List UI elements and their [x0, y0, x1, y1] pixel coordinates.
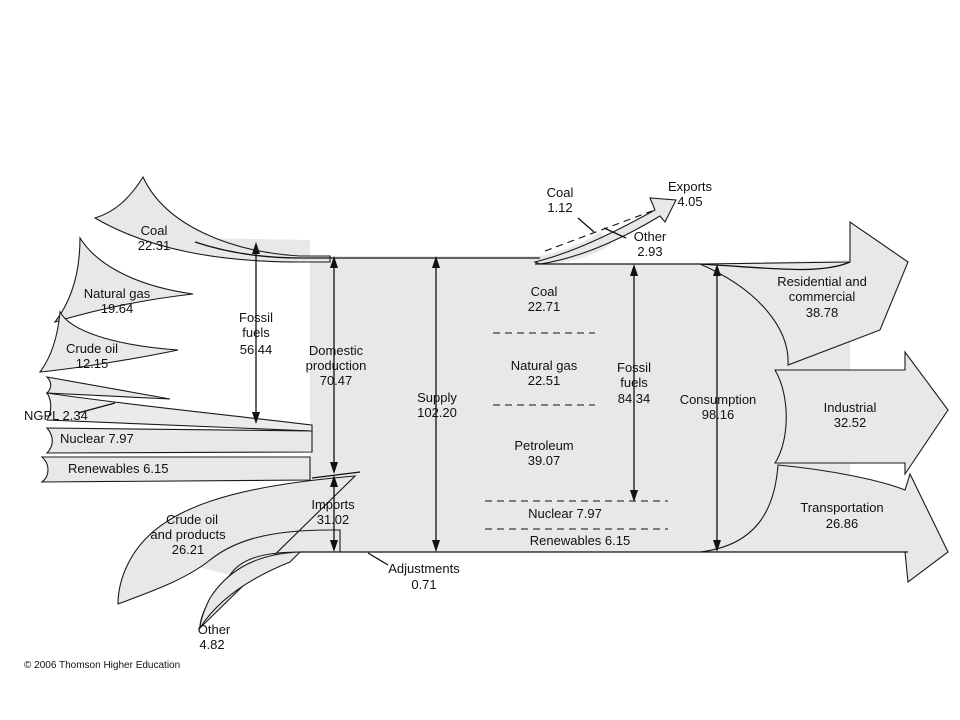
- crude-oil-products-value: 26.21: [172, 542, 205, 557]
- natural-gas-source-name: Natural gas: [84, 286, 151, 301]
- residential-arrow: [699, 220, 909, 366]
- main-top-edge-right: [535, 261, 851, 271]
- ngpl-label: NGPL 2.34: [24, 408, 88, 423]
- mix-coal-name: Coal: [531, 284, 558, 299]
- crude-oil-products-line1: Crude oil: [166, 512, 218, 527]
- fossil-fuels-right-line1: Fossil: [617, 360, 651, 375]
- consumption-name: Consumption: [680, 392, 757, 407]
- ngpl-leader-line: [77, 402, 116, 414]
- exports-value: 4.05: [677, 194, 702, 209]
- crude-oil-products-input-wedge: [117, 475, 357, 630]
- residential-line1: Residential and: [777, 274, 867, 289]
- transportation-value: 26.86: [826, 516, 859, 531]
- renewables-source-label: Renewables 6.15: [68, 461, 168, 476]
- consumption-value: 98.16: [702, 407, 735, 422]
- exports-arrow: [533, 197, 677, 265]
- nuclear-input-strip: [45, 427, 313, 454]
- adjustments-leader-line: [367, 552, 389, 566]
- fossil-fuels-right-arrow: [630, 264, 638, 502]
- imports-arrow: [330, 475, 338, 552]
- adjustments-name: Adjustments: [388, 561, 460, 576]
- mix-nuclear-label: Nuclear 7.97: [528, 506, 602, 521]
- residential-line2: commercial: [789, 289, 856, 304]
- mix-natural-gas-value: 22.51: [528, 373, 561, 388]
- exports-other-name: Other: [634, 229, 667, 244]
- domestic-production-value: 70.47: [320, 373, 353, 388]
- fossil-fuels-left-value: 56.44: [240, 342, 273, 357]
- fossil-fuels-left-line1: Fossil: [239, 310, 273, 325]
- other-imports-input-wedge: [199, 551, 302, 630]
- imports-value: 31.02: [317, 512, 350, 527]
- fossil-fuels-left-line2: fuels: [242, 325, 270, 340]
- transportation-arrow: [699, 464, 949, 584]
- transportation-name: Transportation: [800, 500, 883, 515]
- mix-petroleum-name: Petroleum: [514, 438, 573, 453]
- crude-oil-source-value: 12.15: [76, 356, 109, 371]
- fossil-fuels-right-line2: fuels: [620, 375, 648, 390]
- nuclear-source-label: Nuclear 7.97: [60, 431, 134, 446]
- domestic-production-line2: production: [306, 358, 367, 373]
- mix-coal-value: 22.71: [528, 299, 561, 314]
- main-top-edge: [194, 241, 540, 259]
- mix-renewables-label: Renewables 6.15: [530, 533, 630, 548]
- exports-coal-name: Coal: [547, 185, 574, 200]
- domestic-production-arrow: [330, 256, 338, 474]
- adjustments-value: 0.71: [411, 577, 436, 592]
- coal-source-name: Coal: [141, 223, 168, 238]
- mix-natural-gas-name: Natural gas: [511, 358, 578, 373]
- coal-source-value: 22.31: [138, 238, 171, 253]
- imports-divider-line: [311, 471, 361, 479]
- renewables-input-strip: [40, 456, 311, 483]
- industrial-value: 32.52: [834, 415, 867, 430]
- domestic-production-line1: Domestic: [309, 343, 364, 358]
- residential-value: 38.78: [806, 305, 839, 320]
- crude-oil-products-line2: and products: [150, 527, 226, 542]
- copyright-note: © 2006 Thomson Higher Education: [24, 660, 180, 671]
- supply-name: Supply: [417, 390, 457, 405]
- exports-coal-value: 1.12: [547, 200, 572, 215]
- other-imports-value: 4.82: [199, 637, 224, 652]
- exports-other-value: 2.93: [637, 244, 662, 259]
- crude-oil-input-wedge: [38, 310, 179, 373]
- industrial-name: Industrial: [824, 400, 877, 415]
- coal-input-wedge: [93, 175, 331, 263]
- fossil-fuels-right-value: 84.34: [618, 391, 651, 406]
- supply-value: 102.20: [417, 405, 457, 420]
- mix-petroleum-value: 39.07: [528, 453, 561, 468]
- industrial-arrow: [773, 350, 949, 476]
- supply-arrow: [432, 256, 440, 552]
- other-imports-name: Other: [198, 622, 231, 637]
- crude-oil-source-name: Crude oil: [66, 341, 118, 356]
- fossil-fuels-left-arrow: [252, 242, 260, 424]
- exports-other-leader-line: [603, 227, 627, 239]
- imports-name: Imports: [311, 497, 355, 512]
- fossil-strip: [45, 392, 313, 432]
- consumption-arrow: [713, 264, 721, 552]
- natural-gas-source-value: 19.64: [101, 301, 134, 316]
- exports-name: Exports: [668, 179, 713, 194]
- exports-coal-leader-line: [577, 217, 595, 233]
- natural-gas-input-wedge: [53, 236, 194, 324]
